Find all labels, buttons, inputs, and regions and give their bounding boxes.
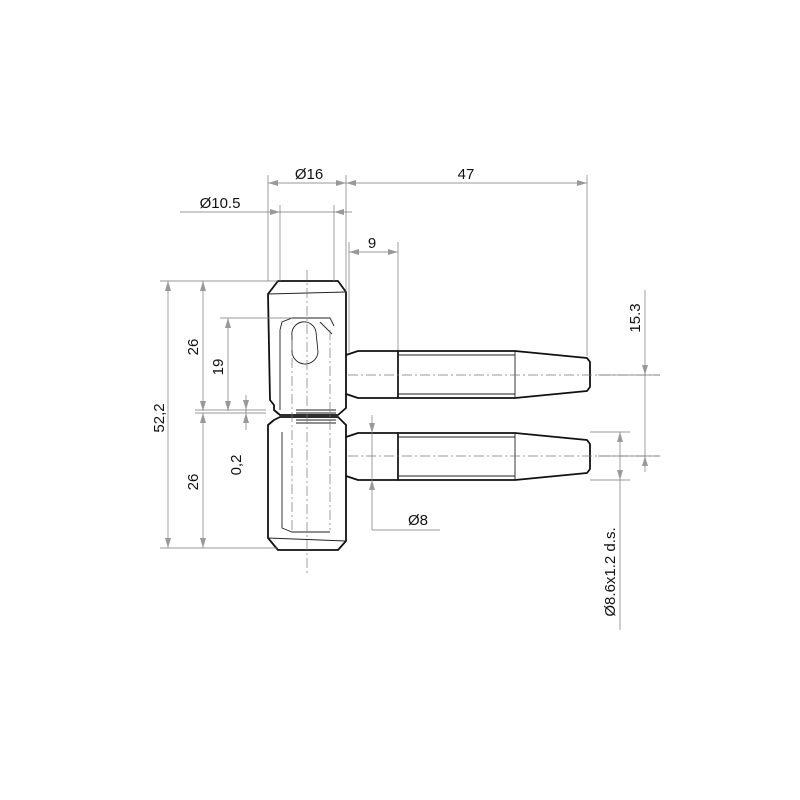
label-h0-2: 0,2 [228,455,245,476]
arrowhead [225,318,231,328]
arrowhead [349,249,359,255]
lower-barrel-edge [267,537,347,542]
label-dia10-5: Ø10.5 [200,195,241,212]
dimension-labels: Ø16 47 Ø10.5 9 52,2 26 19 0,2 26 15.3 Ø8… [151,166,644,617]
lower-pin [345,432,660,481]
label-h19: 19 [210,359,227,376]
label-thread: Ø8.6x1.2 d.s. [602,527,619,616]
arrowhead [270,209,280,215]
arrowhead [346,180,356,186]
label-h15-3: 15.3 [627,303,644,332]
arrowhead [577,180,587,186]
arrowhead [642,456,648,466]
label-h52-2: 52,2 [151,403,168,432]
dimension-lines [160,175,660,630]
label-len9: 9 [368,235,376,252]
arrowhead [225,401,231,411]
arrowhead [642,365,648,375]
arrowhead [200,281,206,291]
arrowhead [388,249,398,255]
arrowhead [334,209,344,215]
upper-pin-thread [397,350,591,399]
arrowhead [200,413,206,423]
label-h26-top: 26 [185,339,202,356]
label-h26-bottom: 26 [185,474,202,491]
arrowhead [617,432,623,442]
arrowhead [336,180,346,186]
arrowhead [369,480,375,490]
arrowheads [165,180,648,548]
lower-barrel-outline [267,416,347,551]
upper-pin-neck [345,350,399,399]
arrowhead [200,401,206,411]
arrowhead [243,413,249,423]
arrowhead [243,400,249,410]
upper-barrel-outline [267,280,347,416]
label-len47: 47 [458,166,475,183]
arrowhead [165,538,171,548]
pin-ball [291,321,319,365]
arrowhead [200,538,206,548]
label-dia8: Ø8 [408,512,428,529]
label-dia16: Ø16 [295,166,323,183]
hinge-body [267,280,347,551]
arrowhead [165,281,171,291]
arrowhead [617,470,623,480]
lower-pin-thread [397,432,591,481]
arrowhead [268,180,278,186]
arrowhead [369,423,375,433]
upper-pin [345,350,660,399]
